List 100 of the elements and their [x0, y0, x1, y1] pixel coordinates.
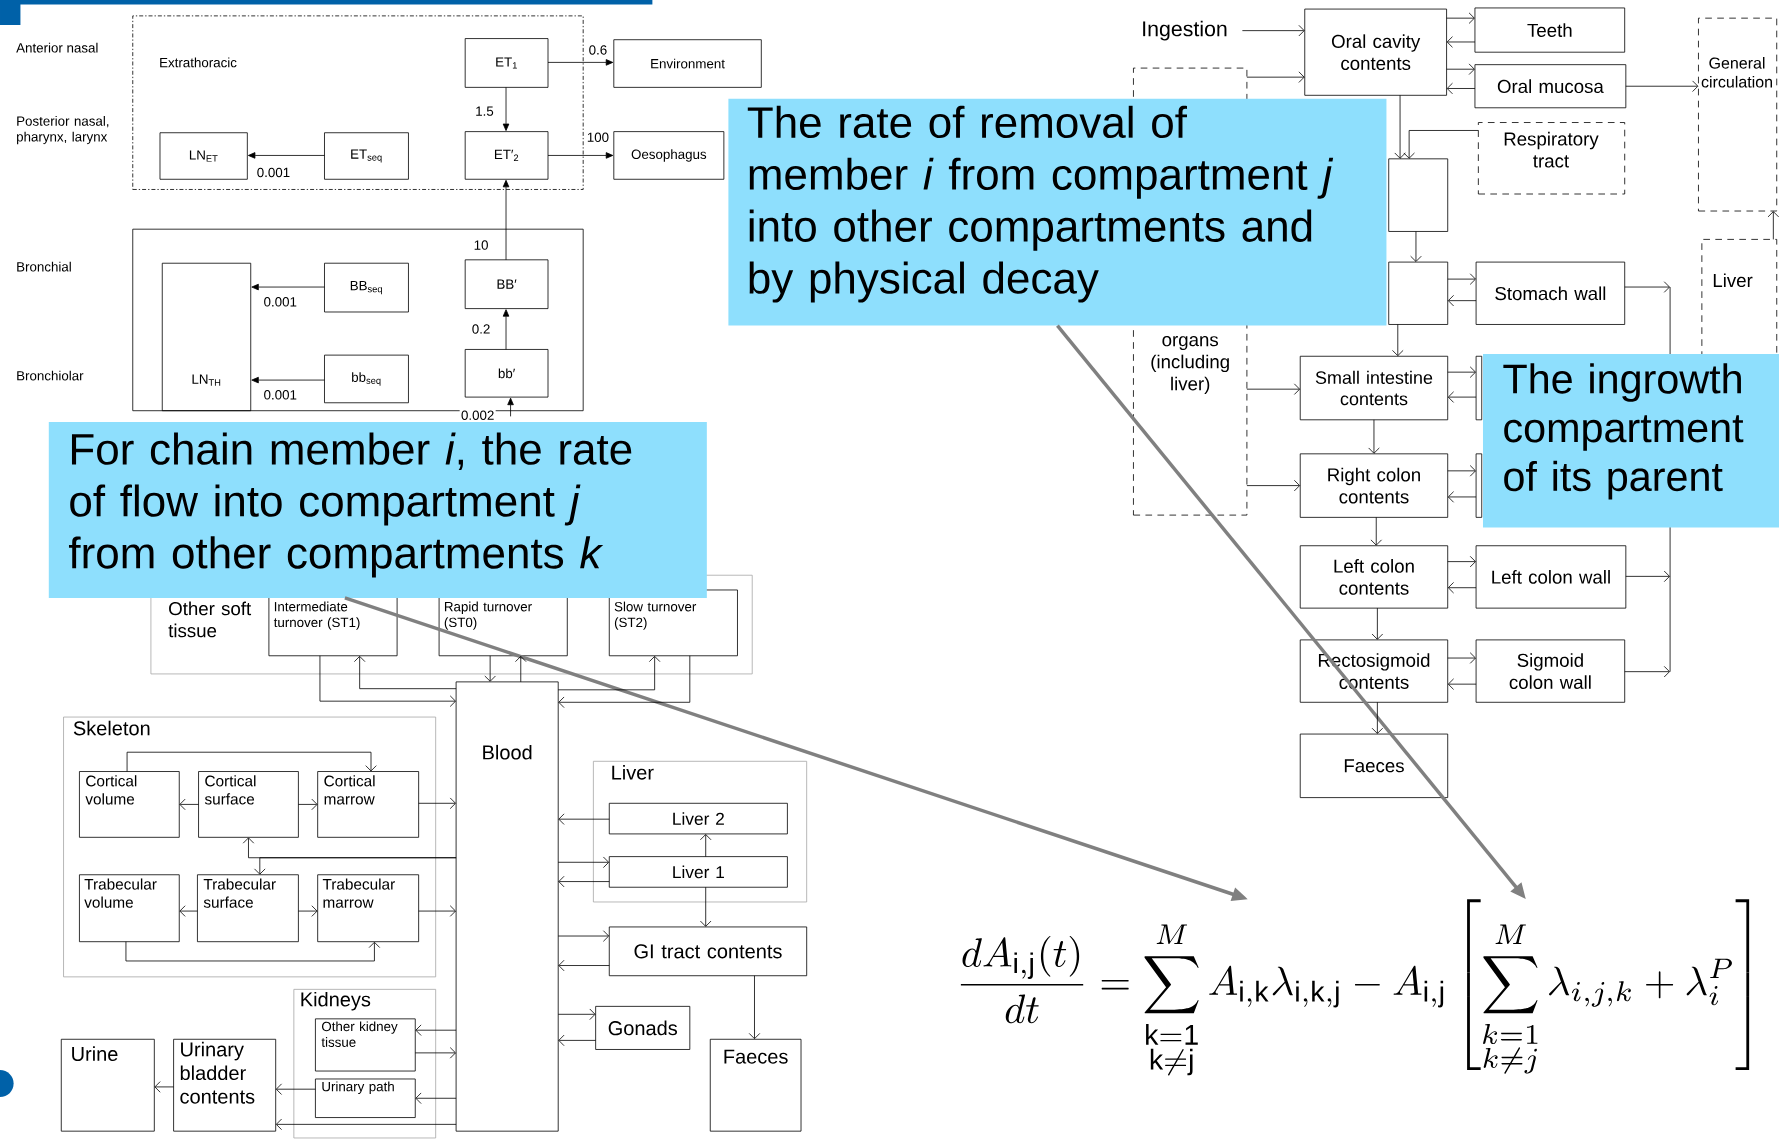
arrow — [1447, 652, 1476, 664]
arrow — [547, 152, 614, 159]
arrow — [558, 959, 610, 972]
compartment-box — [1388, 261, 1449, 325]
compartment-box — [1475, 355, 1483, 421]
arrow — [484, 655, 496, 682]
compartment-box: Blood — [455, 681, 559, 1132]
arrow — [125, 941, 381, 962]
arrow — [1625, 80, 1699, 92]
arrow — [275, 1118, 457, 1131]
arrow — [1446, 12, 1475, 24]
compartment-box: bb′ — [464, 349, 549, 398]
compartment-box: Cortical marrow — [317, 771, 420, 838]
compartment-box: Rectosigmoid contents — [1299, 639, 1449, 703]
edge-label: 0.2 — [470, 322, 492, 336]
arrow — [415, 1092, 457, 1104]
arrow — [1447, 678, 1477, 690]
compartment-box — [1388, 158, 1449, 232]
arrow — [502, 86, 510, 131]
row-label: Anterior nasal — [16, 42, 98, 53]
compartment-box: Sigmoid colon wall — [1475, 639, 1626, 703]
arrow — [414, 1047, 456, 1059]
compartment-box: Faeces — [709, 1038, 802, 1132]
arrow — [298, 905, 318, 917]
compartment-box: Trabecular marrow — [317, 874, 420, 943]
edge-label: 0.001 — [262, 295, 299, 308]
edge-label: 0.002 — [459, 409, 496, 422]
compartment-box: Oral mucosa — [1474, 64, 1627, 109]
arrow — [1447, 465, 1476, 477]
arrow — [154, 1081, 174, 1093]
arrow — [1446, 82, 1476, 95]
arrow — [1370, 516, 1382, 546]
arrow — [1246, 383, 1301, 395]
arrow — [502, 309, 510, 350]
compartment-box: Gonads — [595, 1005, 691, 1050]
compartment-box: Liver 1 — [608, 856, 788, 888]
arrow — [557, 1008, 596, 1020]
edge-label: 10 — [472, 238, 490, 252]
compartment-box: Right colon contents — [1299, 453, 1449, 518]
arrow — [515, 655, 527, 683]
row-label: Bronchiolar — [17, 370, 84, 381]
compartment-box: ET$_{1}$ — [464, 38, 549, 88]
arrow — [1624, 665, 1670, 678]
row-label: Posterior nasal, pharynx, larynx — [17, 115, 109, 145]
compartment-box: ET$_{seq}$ — [324, 132, 409, 180]
compartment-box: Left colon contents — [1299, 545, 1449, 609]
arrow — [251, 283, 325, 291]
compartment-box: bb$_{seq}$ — [324, 354, 409, 404]
arrow — [557, 655, 661, 691]
edge-label: 0.001 — [255, 166, 292, 179]
arrow — [353, 655, 457, 690]
arrow — [298, 798, 318, 811]
compartment-box: Other kidney tissue — [315, 1018, 416, 1072]
arrow — [547, 59, 614, 66]
edge-label: 1.5 — [473, 105, 496, 118]
arrow — [254, 857, 457, 875]
arrow — [700, 834, 712, 857]
compartment-box: Small intestine contents — [1299, 355, 1449, 421]
arrow — [1447, 273, 1476, 285]
dashed-box: Respiratory tract — [1477, 122, 1626, 195]
compartment-box — [1475, 453, 1483, 518]
compartment-box: Urine — [60, 1038, 155, 1132]
edge-label: 0.6 — [587, 43, 609, 56]
arrow — [1392, 324, 1404, 357]
compartment-box: LN$_{ET}$ — [159, 132, 248, 180]
arrow — [1246, 71, 1305, 83]
callout-box: The rate of removal of member i from compartment j into other compartments and by physical decay — [728, 98, 1387, 326]
arrow — [502, 179, 510, 261]
compartment-box: Oral cavity contents — [1304, 8, 1447, 96]
compartment-box: Trabecular surface — [197, 874, 299, 943]
arrow — [748, 975, 761, 1040]
arrow — [558, 655, 691, 708]
dashed-box: General circulation — [1698, 17, 1778, 212]
compartment-box: GI tract contents — [608, 926, 808, 977]
arrow — [1447, 555, 1476, 568]
arrow — [1767, 211, 1779, 240]
callout-box: For chain member i, the rate of flow into compartment j from other compartments k — [48, 422, 707, 598]
arrow — [558, 1034, 597, 1047]
edge-label: 0.001 — [262, 388, 299, 401]
arrow — [1410, 231, 1422, 262]
arrow — [700, 886, 712, 927]
compartment-box: Left colon wall — [1475, 545, 1627, 609]
arrow — [1394, 94, 1406, 159]
compartment-box: ET′$_{2}$ — [464, 131, 549, 180]
row-label: Bronchial — [17, 261, 71, 272]
arrow — [415, 1024, 457, 1036]
arrow — [275, 1083, 316, 1095]
compartment-box: Urinary path — [315, 1078, 416, 1118]
compartment-box: Stomach wall — [1475, 261, 1626, 325]
arrow — [507, 397, 514, 417]
arrow — [1447, 391, 1477, 403]
arrow — [418, 797, 456, 809]
arrow — [1447, 491, 1477, 503]
callout-box: The ingrowth compartment of its parent — [1482, 353, 1779, 528]
compartment-box: Environment — [613, 39, 762, 88]
arrow — [251, 376, 325, 384]
arrow — [1446, 36, 1476, 48]
arrow — [557, 930, 610, 942]
arrow — [1371, 607, 1384, 640]
compartment-box: BB$_{seq}$ — [324, 262, 409, 313]
